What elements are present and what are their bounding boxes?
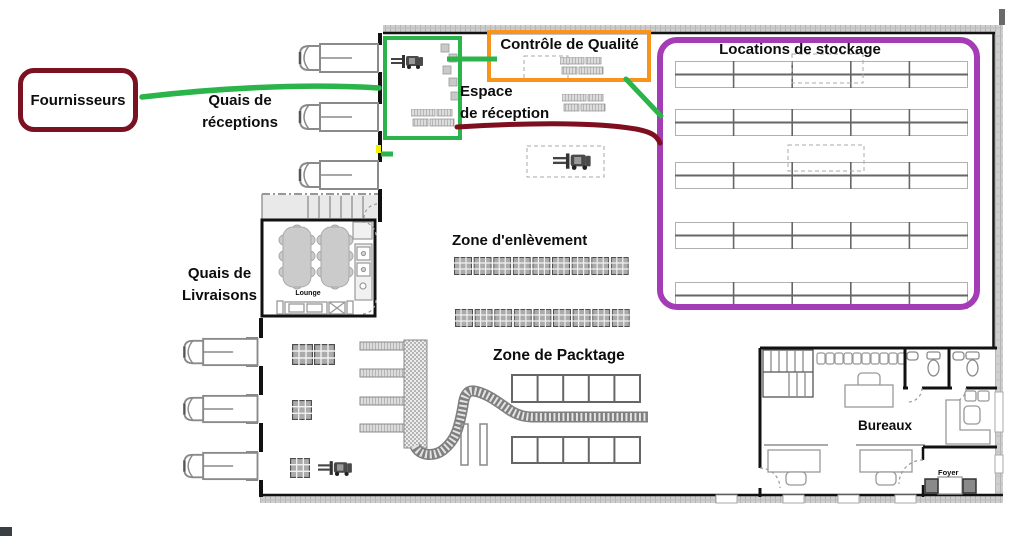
label-line: de réception — [460, 104, 550, 122]
label-line: Quais de — [187, 265, 252, 282]
office-stairs — [762, 349, 814, 398]
office-corner-workstation — [945, 390, 991, 445]
suppliers-node: Fournisseurs — [18, 68, 138, 132]
label-lounge: Lounge — [295, 290, 321, 297]
lounge-table — [278, 224, 316, 290]
office-desks — [764, 444, 925, 486]
label-reception-space: Espace de réception — [460, 81, 549, 125]
toilet-icon — [926, 351, 941, 360]
label-line: Livraisons — [181, 286, 258, 304]
label-foyer: Foyer — [938, 468, 959, 477]
storage-locations-highlight-box — [657, 37, 980, 310]
label-storage-locations: Locations de stockage — [719, 41, 881, 58]
sink-icon — [906, 351, 919, 361]
label-line: Espace — [460, 83, 513, 100]
lounge-room — [260, 218, 377, 318]
reception-area-highlight-box — [383, 36, 462, 140]
corner-artifact — [0, 527, 12, 536]
packing-zone — [290, 339, 648, 478]
conveyor-belt — [409, 385, 648, 460]
office-chair-row — [816, 352, 907, 365]
quality-area-contents — [523, 55, 606, 178]
foyer-chair-icon — [962, 478, 977, 494]
foyer-chair-icon — [924, 478, 939, 494]
flow-suppliers-to-reception — [139, 83, 382, 100]
label-offices: Bureaux — [858, 418, 913, 433]
packing-tables — [511, 374, 641, 464]
label-pickup-zone: Zone d'enlèvement — [452, 232, 588, 249]
lounge-kitchenette — [352, 221, 373, 301]
label-packing-zone: Zone de Packtage — [493, 347, 625, 364]
window-openings — [715, 391, 1004, 504]
toilet-icon — [965, 351, 980, 360]
packing-rails — [460, 423, 488, 466]
quality-control-highlight-box — [487, 30, 651, 82]
flow-reception-to-storage — [454, 121, 663, 146]
office-section — [758, 346, 997, 497]
label-quality-control: Contrôle de Qualité — [500, 36, 639, 53]
lounge-couch — [276, 300, 354, 315]
lounge-table — [316, 224, 354, 290]
label-line: réceptions — [202, 113, 278, 131]
label-delivery-docks: Quais de Livraisons — [172, 263, 267, 307]
flow-quality-to-storage — [623, 76, 664, 119]
corner-artifact — [999, 9, 1005, 25]
sink-icon — [952, 351, 965, 361]
storage-racks — [675, 53, 968, 309]
office-bathrooms — [903, 348, 997, 403]
conveyor-spurs — [359, 339, 428, 449]
yellow-marker — [376, 145, 381, 153]
office-central-desk — [844, 372, 894, 408]
label-line: Quais de — [208, 92, 272, 109]
foyer-area — [898, 445, 997, 497]
entry-stairs — [261, 193, 379, 220]
label-reception-docks: Quais de réceptions — [185, 90, 295, 134]
